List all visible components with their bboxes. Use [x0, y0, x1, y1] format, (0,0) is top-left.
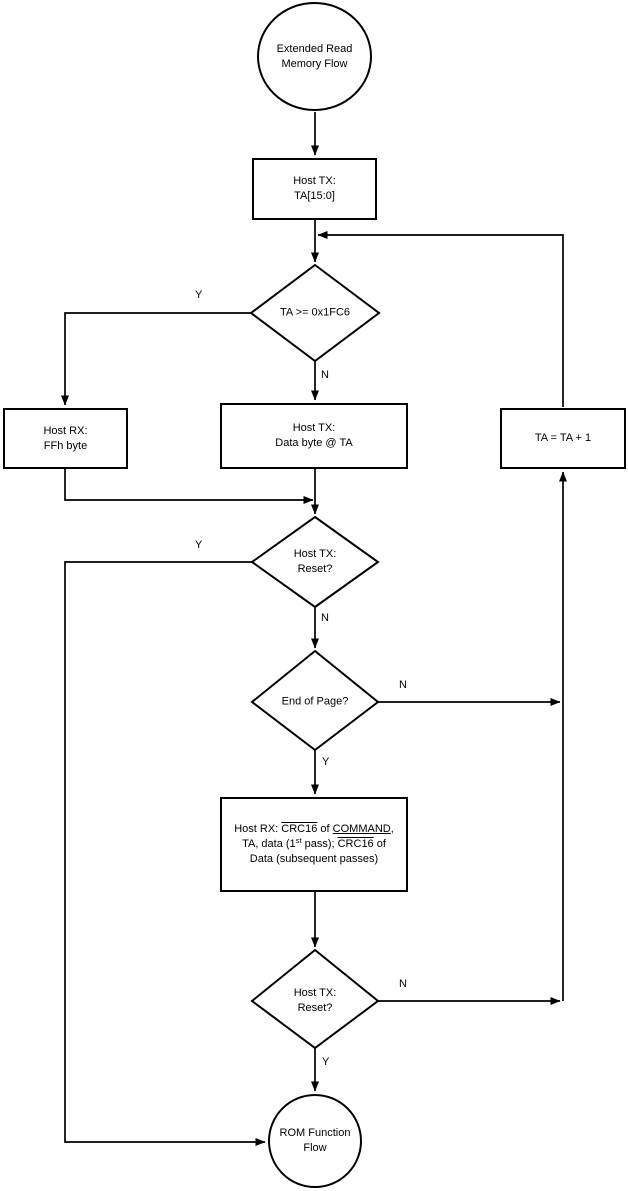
edge-label-reset1-yes: Y — [195, 539, 203, 551]
edge-label-ta-check-no: N — [321, 369, 329, 381]
edge-label-reset2-no: N — [399, 978, 407, 990]
crc-l1-comma: , — [390, 823, 394, 835]
node-end-terminal: ROM Function Flow — [268, 1094, 362, 1188]
ta-increment-label: TA = TA + 1 — [534, 432, 592, 444]
decision-reset1-label: Host TX: Reset? — [294, 547, 337, 577]
reset2-line1: Host TX: — [293, 987, 337, 999]
decision-ta-check-shape — [249, 263, 381, 363]
host-rx-ffh-line1: Host RX: — [43, 424, 88, 437]
start-label-line1: Extended Read — [276, 42, 353, 55]
node-ta-increment: TA = TA + 1 — [500, 408, 626, 469]
edge-label-reset1-no: N — [321, 612, 329, 624]
node-host-rx-ffh: Host RX: FFh byte — [3, 408, 128, 469]
edge-label-ta-check-yes: Y — [195, 289, 203, 301]
crc-box-line3: Data (subsequent passes) — [249, 853, 379, 865]
decision-reset2-shape — [250, 948, 380, 1050]
node-host-tx-data-byte: Host TX: Data byte @ TA — [220, 403, 408, 469]
decision-reset2-label: Host TX: Reset? — [294, 986, 337, 1016]
command-underline-text: COMMAND — [332, 823, 391, 835]
decision-reset1-shape — [250, 515, 380, 609]
reset2-line2: Reset? — [297, 1002, 333, 1014]
edge-label-end-of-page-no: N — [399, 679, 407, 691]
crc-l2-suffix: of — [373, 838, 386, 850]
node-host-rx-crc16: Host RX: CRC16 of COMMAND, TA, data (1st… — [220, 797, 408, 892]
crc-box-line2: TA, data (1st pass); CRC16 of — [242, 836, 386, 852]
crc-box-line1: Host RX: CRC16 of COMMAND, — [234, 822, 394, 837]
crc-l1-of: of — [317, 823, 333, 835]
end-label-line2: Flow — [303, 1142, 327, 1154]
crc-l2-prefix: TA, data (1 — [242, 838, 296, 850]
node-host-tx-ta: Host TX: TA[15:0] — [252, 158, 377, 220]
edge-hostrx-ff-merge — [64, 469, 314, 504]
edge-ta-check-yes — [61, 312, 251, 406]
reset1-line2: Reset? — [297, 563, 333, 575]
edge-ta-inc-feedback — [317, 231, 564, 407]
edge-label-reset2-yes: Y — [322, 1056, 330, 1068]
host-tx-data-line2: Data byte @ TA — [275, 437, 353, 449]
end-label-line1: ROM Function — [279, 1127, 351, 1139]
decision-end-of-page-shape — [250, 649, 380, 752]
host-tx-ta-line1: Host TX: — [293, 175, 336, 187]
crc-l1-prefix: Host RX: — [234, 823, 282, 835]
node-start-terminal: Extended Read Memory Flow — [257, 2, 372, 111]
crc16-overline-text-2: CRC16 — [337, 838, 374, 850]
decision-ta-check-label: TA >= 0x1FC6 — [279, 306, 351, 319]
host-tx-ta-line2: TA[15:0] — [294, 190, 335, 202]
host-rx-ffh-line2: FFh byte — [43, 439, 88, 452]
edge-label-end-of-page-yes: Y — [322, 756, 330, 768]
crc-l2-superscript: st — [295, 836, 302, 845]
reset1-line1: Host TX: — [293, 548, 337, 560]
crc-l2-mid: pass); — [301, 838, 338, 850]
crc16-overline-text-1: CRC16 — [281, 823, 318, 835]
decision-end-of-page-label: End of Page? — [281, 695, 349, 708]
edge-reset1-yes-to-end — [64, 561, 266, 1146]
host-tx-data-line1: Host TX: — [292, 422, 336, 434]
start-label-line2: Memory Flow — [281, 57, 348, 70]
